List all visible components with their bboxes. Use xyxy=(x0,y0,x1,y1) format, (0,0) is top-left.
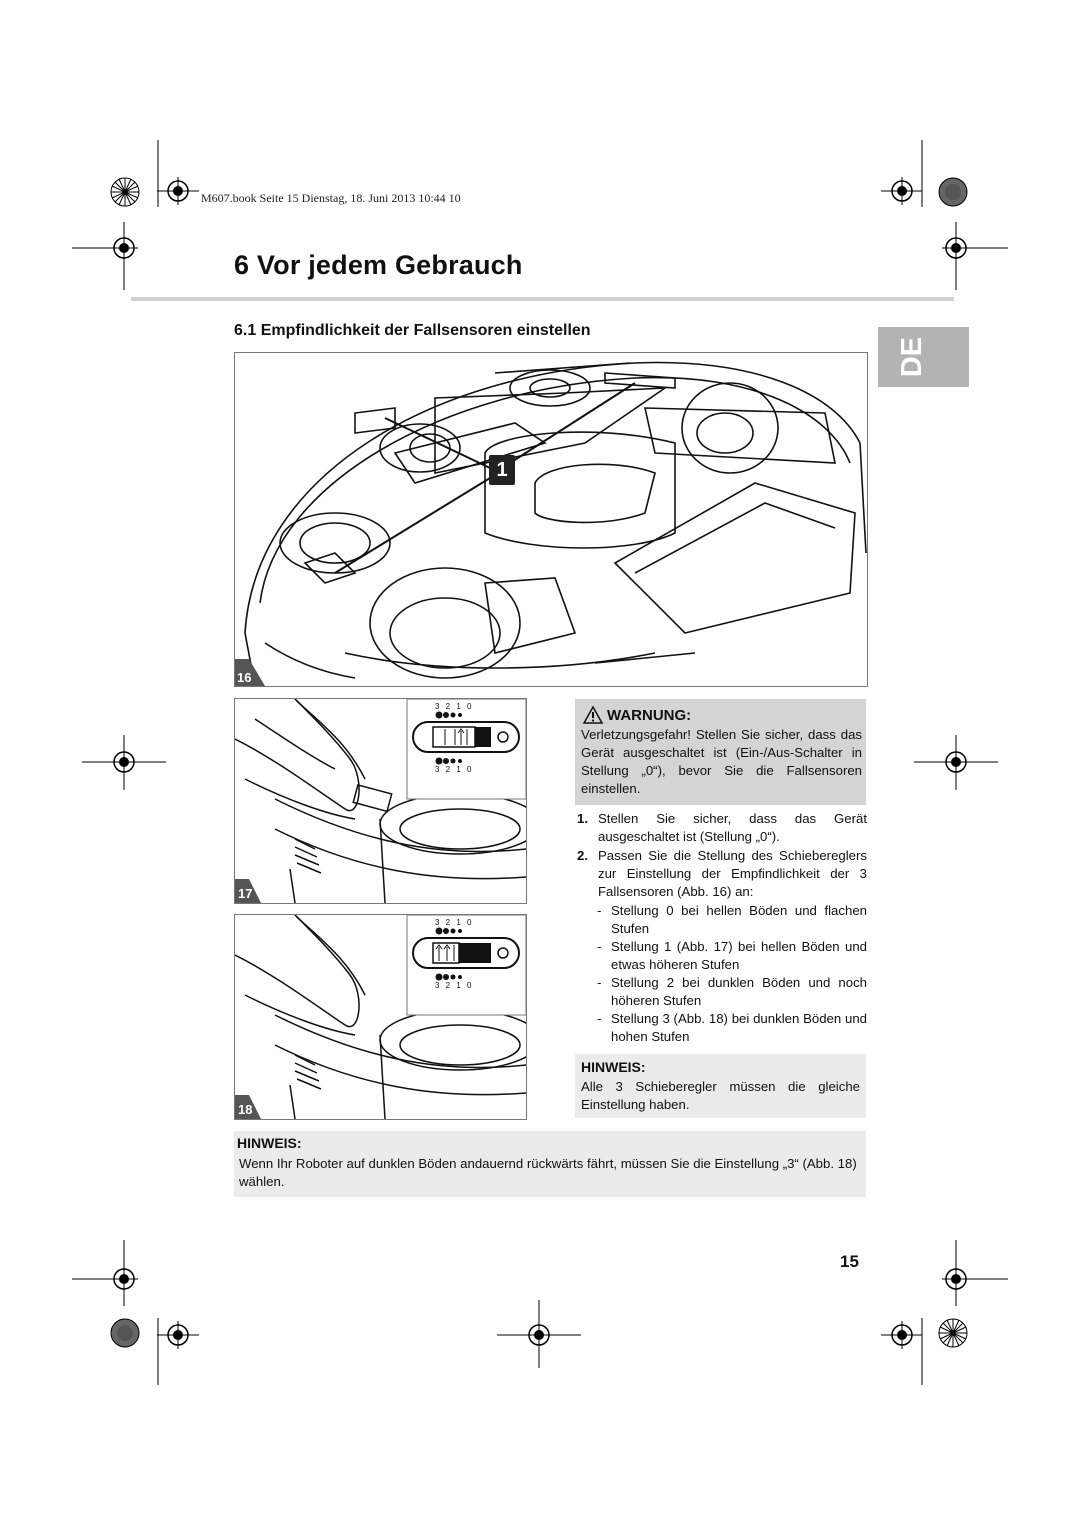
step-item: 1.Stellen Sie sicher, dass das Gerät aus… xyxy=(577,811,867,844)
warning-text: Verletzungsgefahr! Stellen Sie sicher, d… xyxy=(581,727,862,796)
sub-step-item: -Stellung 2 bei dunklen Böden und noch h… xyxy=(597,975,867,1008)
registration-mark-icon xyxy=(525,1321,553,1349)
language-tab-label: DE xyxy=(895,336,928,378)
warning-heading: WARNUNG: xyxy=(583,706,691,724)
registration-mark-icon xyxy=(110,234,138,262)
note-title: HINWEIS: xyxy=(237,1135,302,1151)
sub-step-item: -Stellung 3 (Abb. 18) bei dunklen Böden … xyxy=(597,1011,867,1044)
section-title: 6.1 Empfindlichkeit der Fallsensoren ein… xyxy=(234,322,591,339)
registration-mark-icon xyxy=(164,177,192,205)
registration-mark-icon xyxy=(888,177,916,205)
callout-marker: 1 xyxy=(489,455,515,485)
sub-step-item: -Stellung 1 (Abb. 17) bei hellen Böden u… xyxy=(597,939,867,972)
slider-diagram-17: 3 2 1 0 3 2 1 0 xyxy=(407,699,526,799)
slider-scale-top: 3 2 1 0 xyxy=(435,702,474,711)
figure-number-badge xyxy=(235,1095,261,1119)
note-box: HINWEIS: Alle 3 Schieberegler müssen die… xyxy=(575,1054,866,1118)
color-wheel-icon xyxy=(938,177,968,207)
registration-mark-icon xyxy=(888,1321,916,1349)
figure-number-badge xyxy=(235,879,261,903)
figure-17: 3 2 1 0 3 2 1 0 17 xyxy=(234,698,527,904)
slider-dots-icon xyxy=(435,927,462,935)
robot-underside-illustration xyxy=(244,361,867,686)
note-text: Wenn Ihr Roboter auf dunklen Böden andau… xyxy=(239,1156,857,1189)
registration-mark-icon xyxy=(942,748,970,776)
language-tab: DE xyxy=(878,327,969,387)
sub-step-item: -Stellung 0 bei hellen Böden und flachen… xyxy=(597,903,867,936)
print-header: M607.book Seite 15 Dienstag, 18. Juni 20… xyxy=(201,191,461,205)
warning-triangle-icon xyxy=(583,706,603,724)
slider-diagram-18: 3 2 1 0 3 2 1 0 xyxy=(407,915,526,1015)
slider-dots-icon xyxy=(435,973,462,981)
chapter-title: 6 Vor jedem Gebrauch xyxy=(234,250,523,280)
registration-mark-icon xyxy=(110,748,138,776)
page-number: 15 xyxy=(840,1252,859,1271)
warning-box: WARNUNG: Verletzungsgefahr! Stellen Sie … xyxy=(575,699,866,805)
instruction-steps: 1.Stellen Sie sicher, dass das Gerät aus… xyxy=(575,810,867,1046)
registration-mark-icon xyxy=(110,1265,138,1293)
registration-mark-icon xyxy=(164,1321,192,1349)
color-wheel-icon xyxy=(110,177,140,207)
registration-mark-icon xyxy=(942,234,970,262)
note-box-wide: HINWEIS: Wenn Ihr Roboter auf dunklen Bö… xyxy=(234,1131,866,1197)
figure-18-number: 18 xyxy=(238,1102,253,1117)
note-text: Alle 3 Schieberegler müssen die gleiche … xyxy=(581,1079,860,1112)
figure-16-number-label: 16 xyxy=(237,670,252,685)
figure-17-number: 17 xyxy=(238,886,253,901)
slider-dots-icon xyxy=(435,711,462,719)
slider-scale-bottom: 3 2 1 0 xyxy=(435,981,474,990)
figure-16: 16 xyxy=(234,352,868,687)
step-item: 2.Passen Sie die Stellung des Schiebereg… xyxy=(577,848,867,899)
color-wheel-icon xyxy=(110,1318,140,1348)
note-title: HINWEIS: xyxy=(581,1059,646,1075)
figure-number-badge xyxy=(235,659,265,686)
slider-dots-icon xyxy=(435,757,462,765)
slider-switch-icon xyxy=(412,721,520,753)
slider-switch-icon xyxy=(412,937,520,969)
warning-title: WARNUNG: xyxy=(607,706,692,724)
chapter-divider xyxy=(131,297,954,301)
registration-mark-icon xyxy=(942,1265,970,1293)
slider-scale-top: 3 2 1 0 xyxy=(435,918,474,927)
color-wheel-icon xyxy=(938,1318,968,1348)
figure-18: 3 2 1 0 3 2 1 0 18 xyxy=(234,914,527,1120)
slider-scale-bottom: 3 2 1 0 xyxy=(435,765,474,774)
